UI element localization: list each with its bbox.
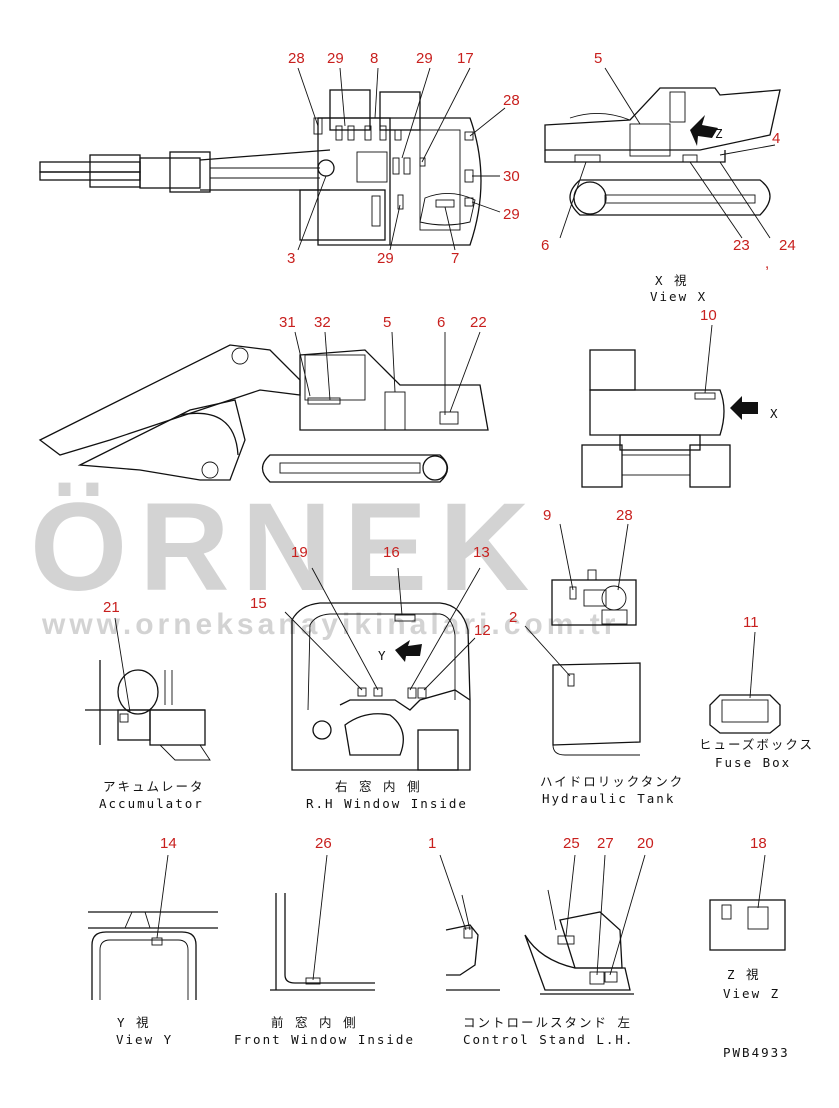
control-stand-callouts: 1 25 27 20 xyxy=(428,835,654,852)
callout: 18 xyxy=(750,835,767,852)
view-x-caption: X 視 View X xyxy=(650,273,707,304)
hydraulic-tank-caption-jp: ハイドロリックタンク xyxy=(540,774,684,789)
callout: 16 xyxy=(383,544,400,561)
accumulator-drawing xyxy=(85,617,211,761)
callout: 6 xyxy=(541,237,549,254)
rh-window-caption: 右 窓 内 側 R.H Window Inside xyxy=(306,779,468,811)
front-window-caption: 前 窓 内 側 Front Window Inside xyxy=(234,1015,415,1047)
top-view-callouts: 28 29 8 29 17 28 30 29 3 29 7 xyxy=(287,50,520,267)
watermark-url: www.orneksanayikinalari.com.tr xyxy=(41,608,619,641)
callout: 21 xyxy=(103,599,120,616)
hydraulic-tank-caption-en: Hydraulic Tank xyxy=(542,791,675,806)
letter-z: Z xyxy=(715,126,725,141)
callout: 29 xyxy=(327,50,344,67)
callout: 28 xyxy=(616,507,633,524)
rear-view-drawing: X xyxy=(581,324,780,488)
view-y-caption-en: View Y xyxy=(116,1032,173,1047)
callout: 12 xyxy=(474,622,491,639)
letter-x: X xyxy=(770,406,780,421)
callout: 28 xyxy=(503,92,520,109)
callout: 25 xyxy=(563,835,580,852)
control-stand-caption-en: Control Stand L.H. xyxy=(463,1032,634,1047)
control-stand-caption-jp: コントロールスタンド 左 xyxy=(463,1015,632,1030)
accumulator-caption: アキュムレータ Accumulator xyxy=(99,779,205,811)
callout: 11 xyxy=(743,614,759,631)
callout: 13 xyxy=(473,544,490,561)
side-view-callouts: 31 32 5 6 22 xyxy=(279,314,487,331)
callout: 10 xyxy=(700,307,717,324)
drawing-number: PWB4933 xyxy=(723,1045,790,1060)
callout: 29 xyxy=(503,206,520,223)
callout: 15 xyxy=(250,595,267,612)
callout: 30 xyxy=(503,168,520,185)
callout: 5 xyxy=(594,50,602,67)
callout: 26 xyxy=(315,835,332,852)
callout: 24 xyxy=(779,237,796,254)
view-z-caption: Z 視 View Z xyxy=(723,967,780,1001)
hydraulic-tank-drawing xyxy=(524,625,641,756)
fuse-box-caption-jp: ヒューズボックス xyxy=(699,737,814,752)
fuse-box-caption-en: Fuse Box xyxy=(715,755,791,770)
watermark: ÖRNEK www.orneksanayikinalari.com.tr xyxy=(30,478,619,641)
view-x-caption-jp: X 視 xyxy=(655,273,689,288)
accumulator-caption-en: Accumulator xyxy=(99,796,204,811)
callout: 17 xyxy=(457,50,474,67)
watermark-brand: ÖRNEK xyxy=(30,478,541,617)
callout: 5 xyxy=(383,314,391,331)
rh-window-drawing: Y xyxy=(284,567,481,771)
callout: , xyxy=(765,255,769,272)
callout: 19 xyxy=(291,544,308,561)
callout: 27 xyxy=(597,835,614,852)
front-window-caption-jp: 前 窓 内 側 xyxy=(271,1015,358,1030)
callout: 23 xyxy=(733,237,750,254)
callout: 32 xyxy=(314,314,331,331)
hydraulic-tank-caption: ハイドロリックタンク Hydraulic Tank xyxy=(540,774,684,806)
callout: 2 xyxy=(509,609,517,626)
fuse-box-caption: ヒューズボックス Fuse Box xyxy=(699,737,814,770)
view-y-caption: Y 視 View Y xyxy=(116,1015,173,1047)
callout: 22 xyxy=(470,314,487,331)
callout: 3 xyxy=(287,250,295,267)
callout: 31 xyxy=(279,314,296,331)
callout: 29 xyxy=(416,50,433,67)
callout: 1 xyxy=(428,835,436,852)
callout: 9 xyxy=(543,507,551,524)
panel-drawing xyxy=(551,523,637,626)
side-view-drawing xyxy=(38,331,489,483)
callout: 29 xyxy=(377,250,394,267)
callout: 14 xyxy=(160,835,177,852)
view-y-drawing xyxy=(88,854,218,1000)
rh-window-callouts: 19 16 13 15 12 xyxy=(250,544,491,639)
callout: 4 xyxy=(772,130,780,147)
front-window-drawing xyxy=(270,854,375,991)
front-window-caption-en: Front Window Inside xyxy=(234,1032,415,1047)
callout: 6 xyxy=(437,314,445,331)
top-view-drawing xyxy=(39,67,506,251)
rh-window-caption-jp: 右 窓 内 側 xyxy=(335,779,422,794)
view-x-callouts: 5 4 6 23 , 24 xyxy=(541,50,796,272)
accumulator-caption-jp: アキュムレータ xyxy=(103,779,205,794)
rh-window-caption-en: R.H Window Inside xyxy=(306,796,468,811)
view-z-drawing xyxy=(709,854,786,951)
view-z-caption-jp: Z 視 xyxy=(727,967,761,982)
view-x-drawing: Z xyxy=(544,67,781,239)
control-stand-drawing xyxy=(439,854,646,995)
callout: 8 xyxy=(370,50,378,67)
view-y-caption-jp: Y 視 xyxy=(117,1015,151,1030)
callout: 28 xyxy=(288,50,305,67)
callout: 7 xyxy=(451,250,459,267)
fuse-box-drawing xyxy=(709,631,781,734)
callout: 20 xyxy=(637,835,654,852)
view-x-caption-en: View X xyxy=(650,289,707,304)
view-z-caption-en: View Z xyxy=(723,986,780,1001)
control-stand-caption: コントロールスタンド 左 Control Stand L.H. xyxy=(463,1015,634,1047)
letter-y: Y xyxy=(378,648,388,663)
